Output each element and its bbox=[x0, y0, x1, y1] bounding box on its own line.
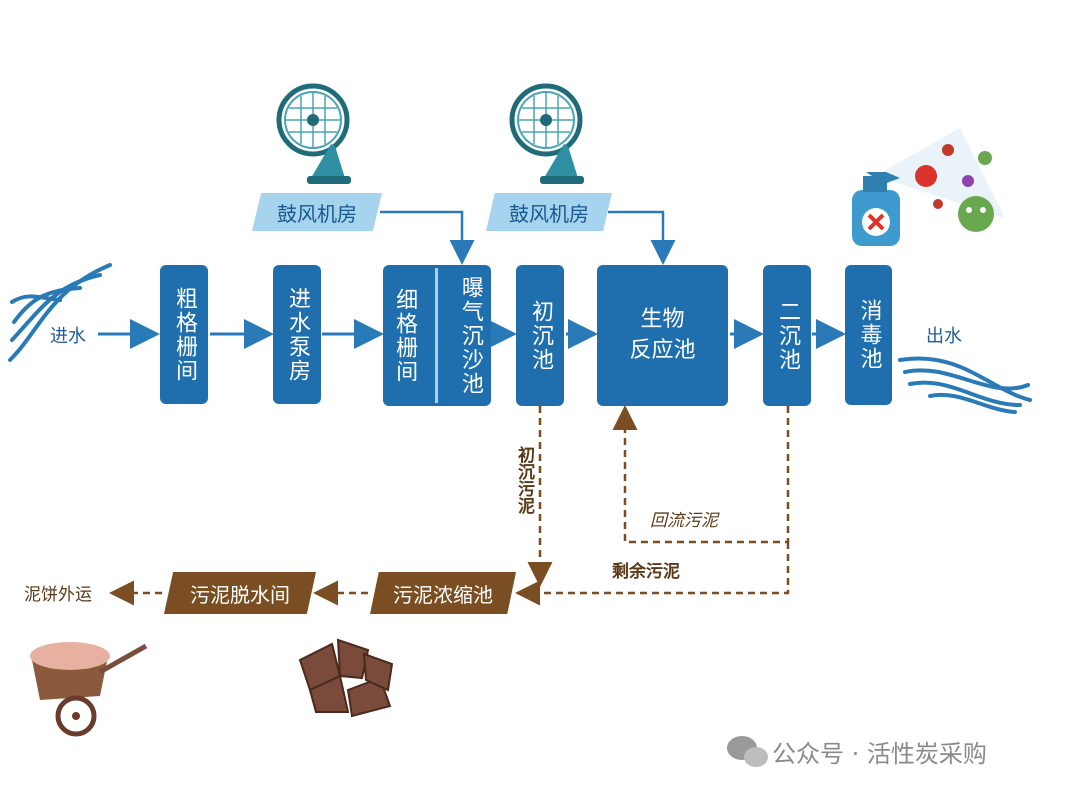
outlet-label: 出水 bbox=[926, 326, 962, 347]
air-line-1 bbox=[380, 210, 475, 265]
virus-icon bbox=[933, 199, 943, 209]
fan-icon bbox=[276, 83, 351, 184]
coarse-screen-box: 粗格栅间 bbox=[160, 265, 208, 404]
return-sludge-label: 回流污泥 bbox=[650, 511, 718, 531]
watermark-text: 公众号 · 活性炭采购 bbox=[772, 740, 987, 768]
cake-out-label: 泥饼外运 bbox=[24, 585, 92, 605]
pump-room-label: 进水泵房 bbox=[285, 286, 310, 383]
disinfection-box: 消毒池 bbox=[845, 265, 892, 405]
virus-icon bbox=[978, 151, 992, 165]
box-divider bbox=[435, 268, 439, 403]
secondary-clarifier-box: 二沉池 bbox=[763, 265, 811, 406]
primary-sludge-label: 初沉污泥 bbox=[514, 446, 534, 514]
blower-room-label: 鼓风机房 bbox=[486, 193, 612, 231]
fan-icon bbox=[509, 83, 584, 184]
disinfection-label: 消毒池 bbox=[856, 299, 882, 371]
wheelbarrow-icon bbox=[30, 642, 148, 737]
aerated-grit-label: 曝气沉沙池 bbox=[457, 275, 483, 396]
primary-clarifier-box: 初沉池 bbox=[516, 265, 564, 406]
coarse-screen-label: 粗格栅间 bbox=[172, 286, 197, 383]
water-splash-icon bbox=[8, 263, 112, 362]
fine-screen-grit-box: 细格栅间 曝气沉沙池 bbox=[383, 265, 491, 406]
blower-room-label: 鼓风机房 bbox=[252, 193, 382, 231]
virus-icon bbox=[942, 144, 954, 156]
virus-icon bbox=[958, 196, 994, 232]
air-line-2 bbox=[608, 210, 676, 265]
water-splash-icon bbox=[898, 356, 1032, 414]
dewatering-box: 污泥脱水间 bbox=[164, 572, 316, 614]
excess-sludge-line bbox=[515, 542, 790, 606]
excess-sludge-label: 剩余污泥 bbox=[612, 562, 680, 582]
return-sludge-line bbox=[612, 405, 790, 544]
primary-clarifier-label: 初沉池 bbox=[528, 299, 553, 372]
thickener-box: 污泥浓缩池 bbox=[370, 572, 516, 614]
inlet-label: 进水 bbox=[50, 326, 86, 347]
fine-screen-label: 细格栅间 bbox=[392, 287, 418, 384]
bio-reactor-label: 生物 反应池 bbox=[629, 306, 696, 363]
pump-room-box: 进水泵房 bbox=[273, 265, 321, 404]
sludge-cake-icon bbox=[298, 638, 394, 718]
virus-icon bbox=[962, 175, 974, 187]
virus-icon bbox=[915, 165, 937, 187]
secondary-clarifier-label: 二沉池 bbox=[775, 299, 800, 372]
bio-reactor-box: 生物 反应池 bbox=[597, 265, 728, 406]
